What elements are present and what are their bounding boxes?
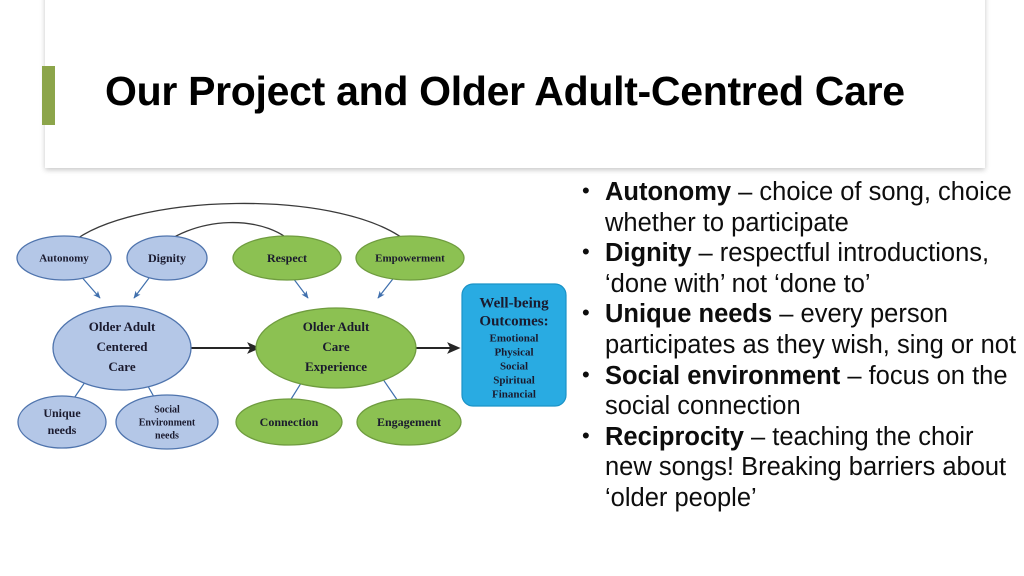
node-unique-needs-line2: needs — [48, 423, 77, 437]
title-card — [45, 0, 985, 168]
bullet-rest: – every person participates as they wish… — [605, 300, 1017, 359]
node-social-env-line3: needs — [155, 430, 179, 441]
outcome-item-financial: Financial — [492, 389, 536, 401]
node-core-green-line1: Older Adult — [303, 319, 370, 334]
node-empowerment: Empowerment — [355, 235, 465, 281]
bullet-term: Autonomy — [605, 178, 732, 206]
node-older-adult-care-experience: Older Adult Care Experience — [255, 307, 417, 389]
node-core-blue-line1: Older Adult — [89, 319, 156, 334]
bullet-rest: – choice of song, choice whether to part… — [605, 178, 1012, 237]
node-engagement-label: Engagement — [377, 415, 441, 429]
node-engagement: Engagement — [356, 398, 462, 446]
node-core-blue-line2: Centered — [96, 339, 148, 354]
outcome-heading-line2: Outcomes: — [479, 313, 548, 329]
node-autonomy: Autonomy — [16, 235, 112, 281]
node-core-green-line2: Care — [322, 339, 349, 354]
outcome-item-spiritual: Spiritual — [493, 375, 535, 387]
outcome-item-social: Social — [500, 361, 528, 373]
list-item: Autonomy – choice of song, choice whethe… — [578, 176, 1024, 238]
bullet-term: Unique needs — [605, 300, 773, 329]
bullet-rest: – teaching the choir new songs! Breaking… — [605, 422, 1007, 512]
node-social-environment-needs: Social Environment needs — [115, 394, 219, 450]
older-adult-centred-care-diagram: Autonomy Dignity Respect Empowerment Old… — [0, 186, 580, 496]
bullet-rest: – focus on the social connection — [605, 361, 1008, 421]
node-dignity: Dignity — [126, 235, 208, 281]
node-unique-needs: Unique needs — [17, 395, 107, 449]
outcome-item-physical: Physical — [494, 347, 533, 359]
node-respect-label: Respect — [267, 251, 307, 265]
bullet-term: Social environment — [605, 361, 841, 390]
wellbeing-outcomes-box: Well-being Outcomes: Emotional Physical … — [461, 283, 567, 407]
list-item: Unique needs – every person participates… — [578, 298, 1024, 360]
node-connection: Connection — [235, 398, 343, 446]
node-older-adult-centered-care: Older Adult Centered Care — [52, 305, 192, 391]
node-social-env-line2: Environment — [139, 417, 196, 428]
arc-outer-top — [65, 202, 413, 249]
node-empowerment-label: Empowerment — [375, 253, 445, 265]
node-core-blue-line3: Care — [108, 359, 135, 374]
key-principles-list: Autonomy – choice of song, choice whethe… — [578, 176, 1024, 514]
node-dignity-label: Dignity — [148, 251, 186, 265]
node-connection-label: Connection — [260, 415, 319, 429]
node-respect: Respect — [232, 235, 342, 281]
node-unique-needs-line1: Unique — [43, 406, 81, 420]
node-core-green-line3: Experience — [305, 359, 367, 374]
list-item: Social environment – focus on the social… — [578, 360, 1024, 422]
page-title: Our Project and Older Adult-Centred Care — [105, 68, 905, 114]
bullet-term: Reciprocity — [605, 422, 744, 451]
list-item: Reciprocity – teaching the choir new son… — [578, 421, 1024, 514]
list-item: Dignity – respectful introductions, ‘don… — [578, 237, 1024, 299]
node-social-env-line1: Social — [154, 404, 180, 415]
node-autonomy-label: Autonomy — [39, 253, 89, 265]
bullet-term: Dignity — [605, 239, 692, 268]
outcome-item-emotional: Emotional — [490, 333, 539, 345]
bullet-rest: – respectful introductions, ‘done with’ … — [605, 239, 990, 298]
outcome-heading-line1: Well-being — [479, 295, 549, 311]
title-accent-bar — [42, 66, 55, 125]
